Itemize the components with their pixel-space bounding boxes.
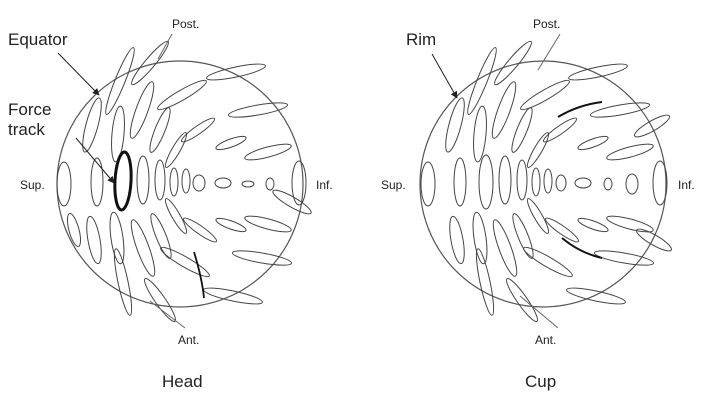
cup-post-pointer [537,33,561,71]
head-ant-label: Ant. [178,333,199,347]
head-post-pointer [157,33,173,60]
cup-sup-label: Sup. [381,178,406,192]
force-track-arrow [75,137,115,184]
head-caption: Head [162,372,203,391]
cup-inf-label: Inf. [678,178,695,192]
rim-label: Rim [406,30,436,49]
equator-label: Equator [8,30,68,49]
cup-ant-pointer [519,295,559,329]
head-inf-label: Inf. [316,178,333,192]
head-contact-ellipses [56,40,312,322]
head-dark-arc [193,251,205,299]
force-track-ellipse [113,150,133,212]
cup-post-label: Post. [533,17,560,31]
cup-ant-label: Ant. [535,333,556,347]
rim-arrow [431,53,458,99]
head-sup-label: Sup. [20,178,45,192]
head-ant-pointer [149,300,186,329]
equator-arrow [57,52,100,96]
cup-caption: Cup [525,372,556,391]
cup-dark-arc-upper [557,101,603,118]
head-post-label: Post. [172,17,199,31]
cup-contact-ellipses [420,40,672,322]
cup-panel: Post. Ant. Sup. Inf. Rim Cup [381,17,695,391]
cup-dark-arc-lower [561,237,603,259]
